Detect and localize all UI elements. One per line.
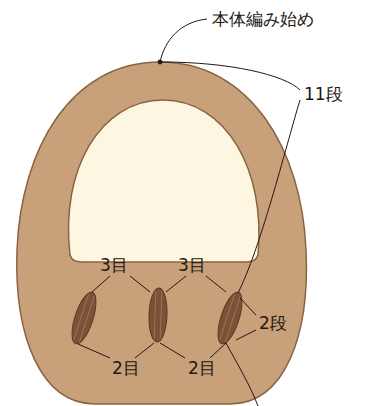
stitch-count: 2目 bbox=[112, 358, 140, 378]
body-outline bbox=[17, 62, 307, 404]
stitch-marks bbox=[67, 288, 247, 347]
stitch-count: 3目 bbox=[178, 255, 206, 275]
row-count: 11段 bbox=[304, 84, 343, 104]
face-window bbox=[68, 100, 259, 262]
leader-lines bbox=[78, 19, 300, 406]
start-label: 本体編み始め bbox=[212, 9, 314, 29]
stitch-count: 3目 bbox=[100, 255, 128, 275]
stitch-count: 2目 bbox=[188, 358, 216, 378]
row-count: 2段 bbox=[259, 313, 287, 333]
